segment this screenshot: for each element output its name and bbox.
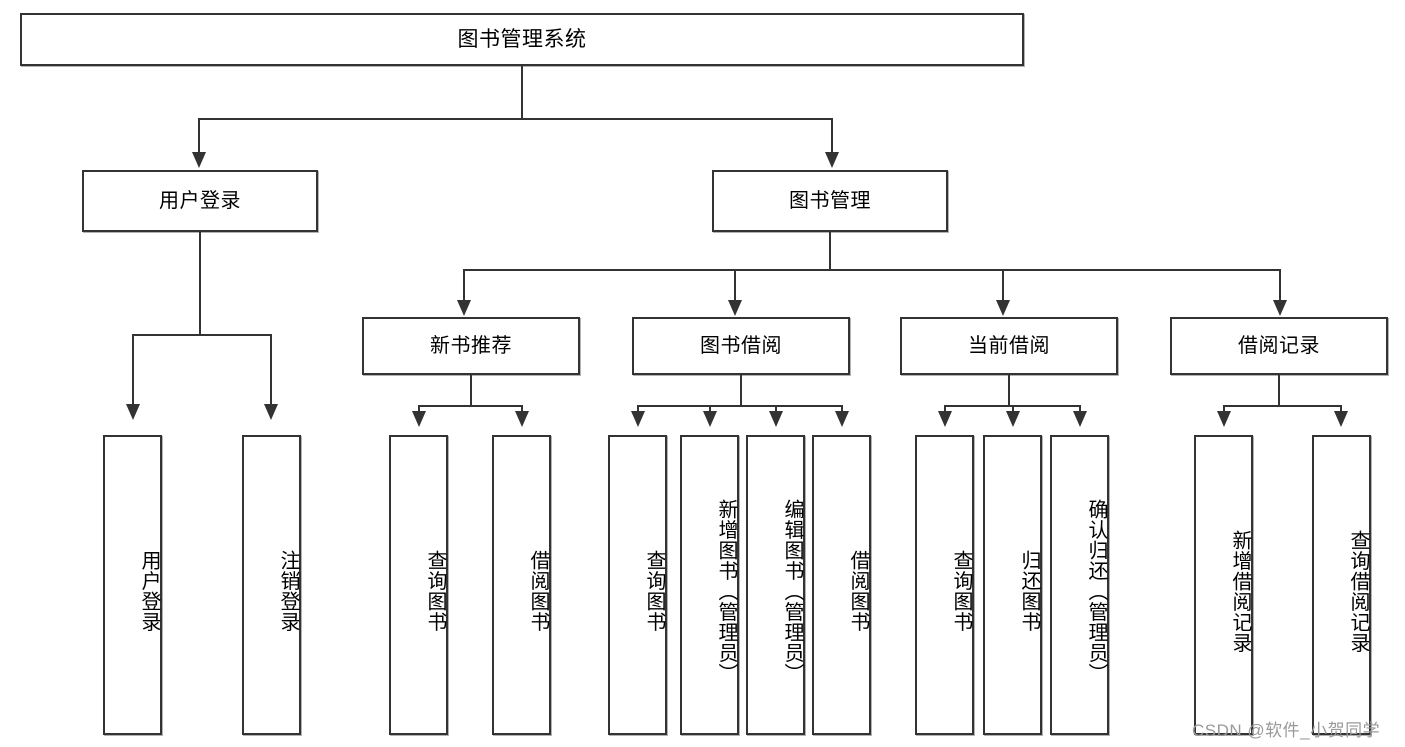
connector-level1-drop-book-management (831, 118, 833, 154)
connector-level2-drop-new-book (463, 269, 465, 302)
connector-book-borrow-bar (637, 405, 843, 407)
leaf-borrow-book[interactable]: 借阅图书 (812, 435, 871, 735)
node-label: 新增图书（管理员） (715, 498, 737, 684)
arrow-to-leaf-query-book-nb (412, 411, 426, 427)
node-label: 新书推荐 (430, 335, 512, 357)
connector-new-book-bar (418, 405, 523, 407)
connector-new-book-drop-1 (418, 405, 420, 413)
connector-new-book-stem (470, 375, 472, 407)
connector-level2-bar (463, 269, 1281, 271)
node-label: 图书管理 (789, 190, 871, 212)
connector-new-book-drop-2 (521, 405, 523, 413)
connector-borrow-record-drop-2 (1340, 405, 1342, 413)
leaf-query-borrow-record[interactable]: 查询借阅记录 (1312, 435, 1371, 735)
arrow-to-leaf-borrow-book-nb (515, 411, 529, 427)
leaf-query-book-new[interactable]: 查询图书 (389, 435, 448, 735)
leaf-confirm-return-admin[interactable]: 确认归还（管理员） (1050, 435, 1109, 735)
node-label: 确认归还（管理员） (1085, 498, 1107, 684)
connector-level2-drop-borrow-book (734, 269, 736, 302)
node-label: 查询借阅记录 (1347, 529, 1369, 653)
arrow-to-new-book-recommend (457, 300, 471, 316)
leaf-borrow-book-new[interactable]: 借阅图书 (492, 435, 551, 735)
node-label: 编辑图书（管理员） (781, 498, 803, 684)
connector-level1-drop-user-login (198, 118, 200, 154)
node-label: 查询图书 (643, 550, 665, 632)
connector-book-borrow-stem (740, 375, 742, 407)
arrow-to-leaf-add-book (703, 411, 717, 427)
node-current-borrow[interactable]: 当前借阅 (900, 317, 1118, 375)
arrow-to-leaf-query-book-bb (631, 411, 645, 427)
node-label: 注销登录 (277, 550, 299, 632)
connector-current-borrow-drop-2 (1012, 405, 1014, 413)
connector-user-login-drop-2 (270, 334, 272, 406)
node-borrow-record[interactable]: 借阅记录 (1170, 317, 1388, 375)
node-label: 用户登录 (159, 190, 241, 212)
arrow-to-leaf-return-book (1006, 411, 1020, 427)
node-label: 用户登录 (138, 550, 160, 632)
arrow-to-book-borrow (728, 300, 742, 316)
connector-book-borrow-drop-4 (841, 405, 843, 413)
connector-root-stem (521, 66, 523, 119)
connector-level2-drop-current-borrow (1002, 269, 1004, 302)
connector-book-borrow-drop-2 (709, 405, 711, 413)
node-user-login[interactable]: 用户登录 (82, 170, 318, 232)
connector-user-login-stem (199, 232, 201, 335)
connector-book-borrow-drop-1 (637, 405, 639, 413)
node-label: 借阅图书 (527, 550, 549, 632)
leaf-edit-book-admin[interactable]: 编辑图书（管理员） (746, 435, 805, 735)
node-label: 图书借阅 (700, 335, 782, 357)
node-label: 查询图书 (950, 550, 972, 632)
leaf-add-book-admin[interactable]: 新增图书（管理员） (680, 435, 739, 735)
node-label: 归还图书 (1018, 550, 1040, 632)
node-book-borrow[interactable]: 图书借阅 (632, 317, 850, 375)
node-label: 借阅图书 (847, 550, 869, 632)
connector-borrow-record-stem (1278, 375, 1280, 407)
connector-level1-bar (198, 118, 833, 120)
arrow-to-current-borrow (996, 300, 1010, 316)
leaf-return-book[interactable]: 归还图书 (983, 435, 1042, 735)
connector-user-login-drop-1 (132, 334, 134, 406)
arrow-to-leaf-query-record (1334, 411, 1348, 427)
node-label: 借阅记录 (1238, 335, 1320, 357)
arrow-to-leaf-edit-book (769, 411, 783, 427)
arrow-to-leaf-borrow-book-bb (835, 411, 849, 427)
connector-level2-drop-borrow-record (1279, 269, 1281, 302)
arrow-to-user-login (192, 152, 206, 168)
node-label: 当前借阅 (968, 335, 1050, 357)
connector-current-borrow-drop-3 (1079, 405, 1081, 413)
node-root-book-management-system[interactable]: 图书管理系统 (20, 13, 1024, 66)
connector-user-login-bar (132, 334, 271, 336)
arrow-to-book-management (825, 152, 839, 168)
connector-borrow-record-drop-1 (1223, 405, 1225, 413)
arrow-to-borrow-record (1273, 300, 1287, 316)
leaf-query-book-current[interactable]: 查询图书 (915, 435, 974, 735)
connector-current-borrow-drop-1 (944, 405, 946, 413)
leaf-query-book-borrow[interactable]: 查询图书 (608, 435, 667, 735)
connector-current-borrow-stem (1008, 375, 1010, 407)
node-new-book-recommend[interactable]: 新书推荐 (362, 317, 580, 375)
arrow-to-leaf-user-login (126, 404, 140, 420)
node-label: 新增借阅记录 (1229, 529, 1251, 653)
leaf-add-borrow-record[interactable]: 新增借阅记录 (1194, 435, 1253, 735)
connector-borrow-record-bar (1223, 405, 1341, 407)
arrow-to-leaf-query-book-cb (938, 411, 952, 427)
connector-book-management-stem (829, 232, 831, 270)
arrow-to-leaf-confirm-return (1073, 411, 1087, 427)
leaf-user-login[interactable]: 用户登录 (103, 435, 162, 735)
arrow-to-leaf-logout (264, 404, 278, 420)
node-label: 图书管理系统 (457, 27, 587, 51)
node-label: 查询图书 (424, 550, 446, 632)
connector-book-borrow-drop-3 (775, 405, 777, 413)
node-book-management[interactable]: 图书管理 (712, 170, 948, 232)
leaf-logout[interactable]: 注销登录 (242, 435, 301, 735)
arrow-to-leaf-add-record (1217, 411, 1231, 427)
